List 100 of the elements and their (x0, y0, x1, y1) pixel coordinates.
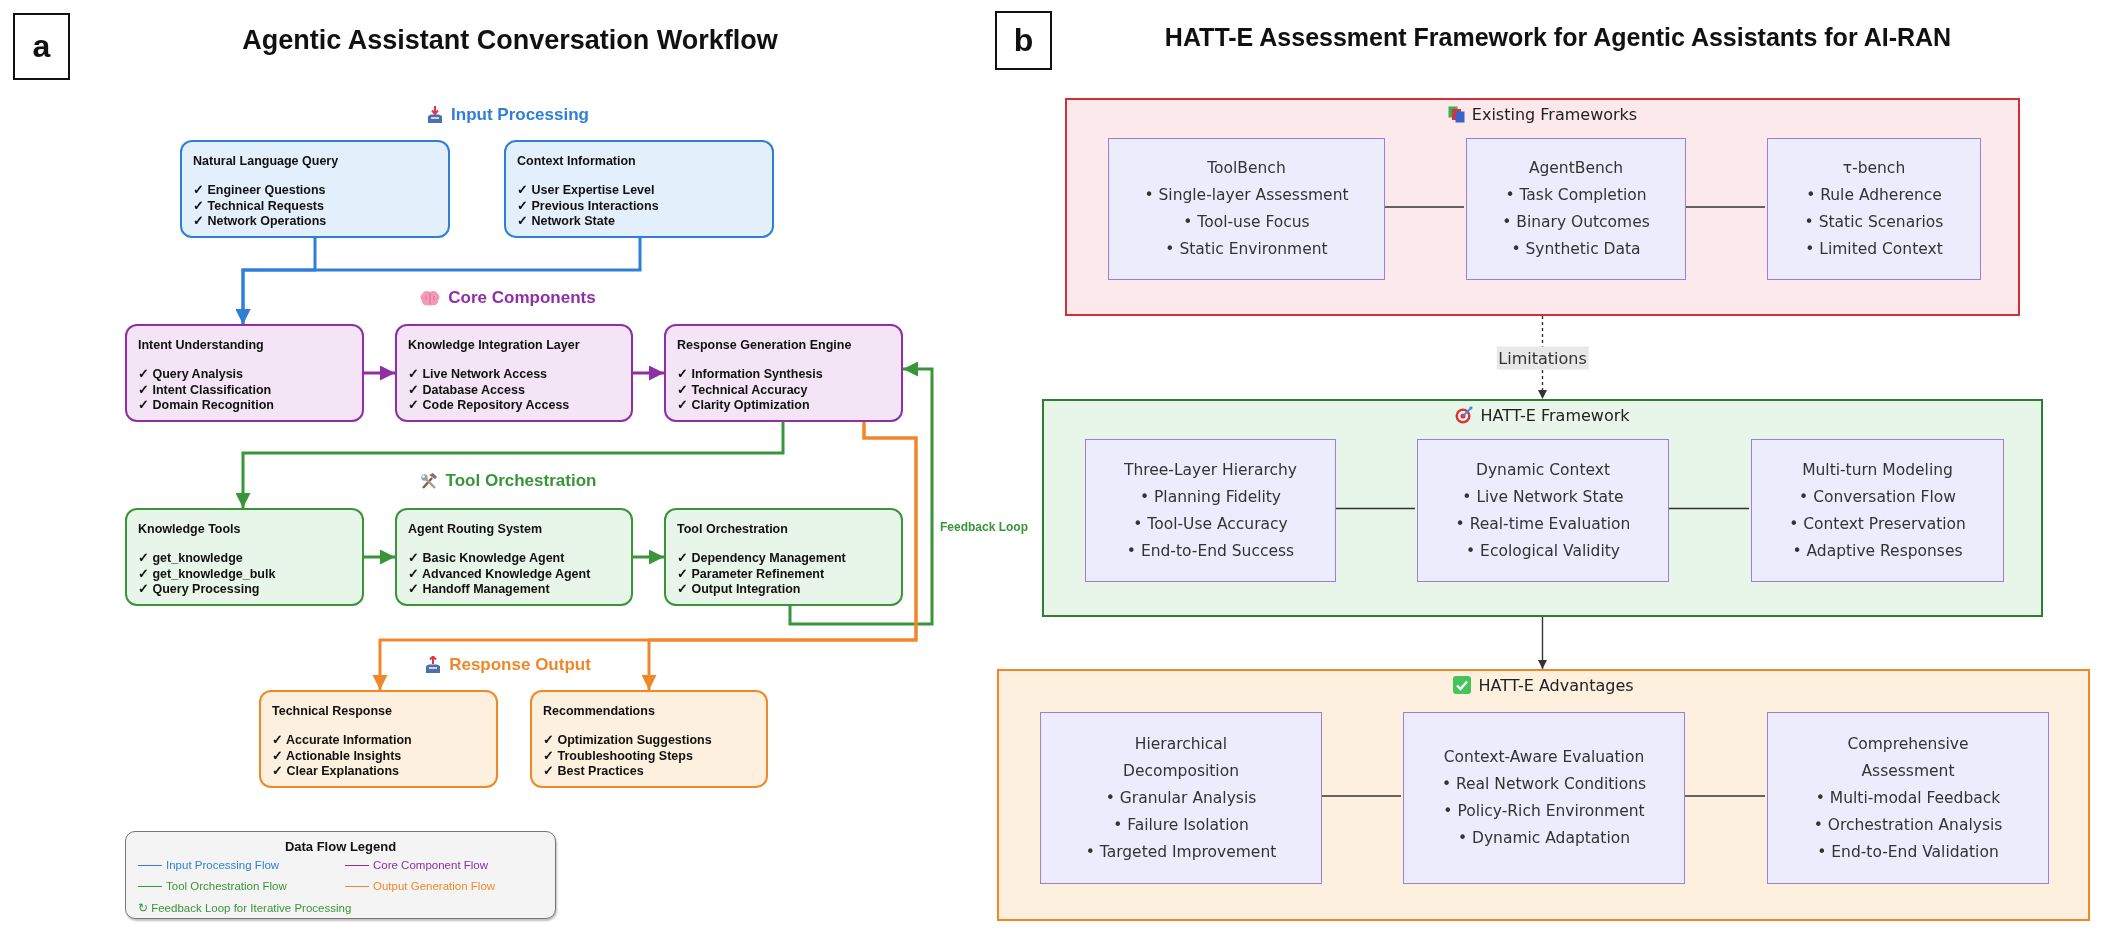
section-heading: Core Components (448, 288, 596, 308)
checklist-item: ✓ Network Operations (193, 214, 328, 230)
box-title: Intent Understanding (138, 338, 265, 353)
checklist-item: ✓ Engineer Questions (193, 183, 327, 199)
bullet-item: • Static Scenarios (1804, 212, 1944, 233)
checklist-item: ✓ Intent Classification (138, 382, 273, 398)
box-title: Recommendations (543, 704, 656, 719)
section-heading: Tool Orchestration (445, 471, 597, 491)
connector-line (1682, 795, 1766, 797)
bullet-item: • Tool-use Focus (1183, 212, 1310, 233)
section-heading: Input Processing (451, 105, 589, 125)
box-title: Hierarchical Decomposition (1122, 733, 1240, 782)
framework-box (1767, 712, 2049, 884)
framework-box (1466, 138, 1686, 280)
checklist-item: ✓ Query Analysis (138, 367, 245, 383)
checklist-item: ✓ Code Repository Access (408, 398, 571, 414)
bullet-item: • Context Preservation (1789, 513, 1966, 535)
box-title: Technical Response (272, 704, 393, 719)
checklist-item: ✓ Handoff Management (408, 582, 551, 598)
checklist-item: ✓ Output Integration (677, 582, 802, 598)
framework-box (1403, 712, 1685, 884)
checklist-item: ✓ Clear Explanations (272, 764, 400, 780)
box-title: τ-bench (1842, 158, 1906, 179)
box-title: Tool Orchestration (677, 522, 789, 537)
panel-letter: b (995, 11, 1052, 70)
bullet-item: • Synthetic Data (1511, 239, 1641, 260)
process-box (125, 324, 364, 422)
connector-line (1333, 507, 1416, 510)
bullet-item: • Limited Context (1805, 239, 1943, 260)
arrow (633, 365, 664, 381)
process-box (530, 690, 768, 788)
box-title: Dynamic Context (1476, 459, 1610, 481)
checklist-item: ✓ Technical Accuracy (677, 382, 809, 398)
arrow (235, 238, 642, 324)
checklist-item: ✓ User Expertise Level (517, 183, 656, 199)
process-box (125, 508, 364, 606)
box-title: Context-Aware Evaluation (1443, 747, 1645, 768)
framework-box (1108, 138, 1385, 280)
bullet-item: • Dynamic Adaptation (1457, 828, 1631, 849)
panel-letter: a (13, 13, 70, 80)
checklist-item: ✓ Information Synthesis (677, 367, 824, 383)
bullet-item: • Single-layer Assessment (1144, 185, 1349, 206)
connector-line (1382, 206, 1465, 208)
checklist-item: ✓ Network State (517, 214, 616, 230)
box-title: AgentBench (1528, 158, 1624, 179)
checklist-item: ✓ Database Access (408, 382, 526, 398)
checklist-item: ✓ Optimization Suggestions (543, 733, 713, 749)
process-box (395, 324, 633, 422)
box-title: Natural Language Query (193, 154, 340, 169)
bullet-item: • Real-time Evaluation (1455, 513, 1631, 535)
arrow (364, 549, 395, 565)
arrow (641, 422, 918, 690)
box-title: Comprehensive Assessment (1846, 733, 1970, 782)
framework-box (1767, 138, 1981, 280)
bullet-item: • Planning Fidelity (1139, 486, 1282, 508)
box-title: Knowledge Tools (138, 522, 242, 537)
process-box (664, 324, 903, 422)
connector-line (1683, 206, 1766, 208)
bullet-item: • End-to-End Success (1126, 540, 1295, 562)
panel-title: Agentic Assistant Conversation Workflow (241, 24, 779, 57)
box-title: Agent Routing System (408, 522, 544, 537)
legend-text: ↻ Feedback Loop for Iterative Processing (138, 901, 352, 915)
edge-label: Limitations (1496, 346, 1589, 369)
panel-title: HATT-E Assessment Framework for Agentic Assistants for AI-RAN (1163, 22, 1953, 52)
checklist-item: ✓ Query Processing (138, 582, 261, 598)
box-title: Context Information (517, 154, 637, 169)
bullet-item: • Policy-Rich Environment (1443, 801, 1645, 822)
bullet-item: • Granular Analysis (1105, 787, 1257, 809)
bullet-item: • Orchestration Analysis (1813, 814, 2003, 836)
process-box (504, 140, 774, 238)
framework-box (1751, 439, 2004, 582)
bullet-item: • Conversation Flow (1799, 486, 1956, 508)
bullet-item: • Binary Outcomes (1502, 212, 1650, 233)
checklist-item: ✓ Actionable Insights (272, 748, 403, 764)
checklist-item: ✓ Accurate Information (272, 733, 413, 749)
box-title: Response Generation Engine (677, 338, 853, 353)
connector-line (1319, 795, 1402, 797)
checklist-item: ✓ Parameter Refinement (677, 566, 826, 582)
framework-box (1085, 439, 1336, 582)
connector-line (1666, 507, 1750, 510)
checklist-item: ✓ get_knowledge (138, 551, 244, 567)
box-title: Three-Layer Hierarchy (1123, 459, 1298, 481)
framework-box (1040, 712, 1322, 884)
process-box (664, 508, 903, 606)
checklist-item: ✓ get_knowledge_bulk (138, 566, 277, 582)
checklist-item: ✓ Best Practices (543, 764, 645, 780)
bullet-item: • Static Environment (1165, 239, 1328, 260)
arrow (1538, 616, 1547, 670)
bullet-item: • Ecological Validity (1466, 540, 1620, 562)
section-heading: Response Output (449, 655, 591, 675)
framework-box (1417, 439, 1669, 582)
bullet-item: • Live Network State (1462, 486, 1624, 508)
arrow (235, 422, 785, 508)
group-heading: HATT-E Framework (1480, 405, 1630, 425)
group-heading: HATT-E Advantages (1478, 675, 1634, 695)
bullet-item: • Failure Isolation (1113, 814, 1249, 836)
group-panel (1042, 399, 2043, 617)
bullet-item: • Tool-Use Accuracy (1133, 513, 1288, 535)
bullet-item: • Targeted Improvement (1085, 841, 1277, 863)
legend-text: Tool Orchestration Flow (166, 880, 287, 892)
